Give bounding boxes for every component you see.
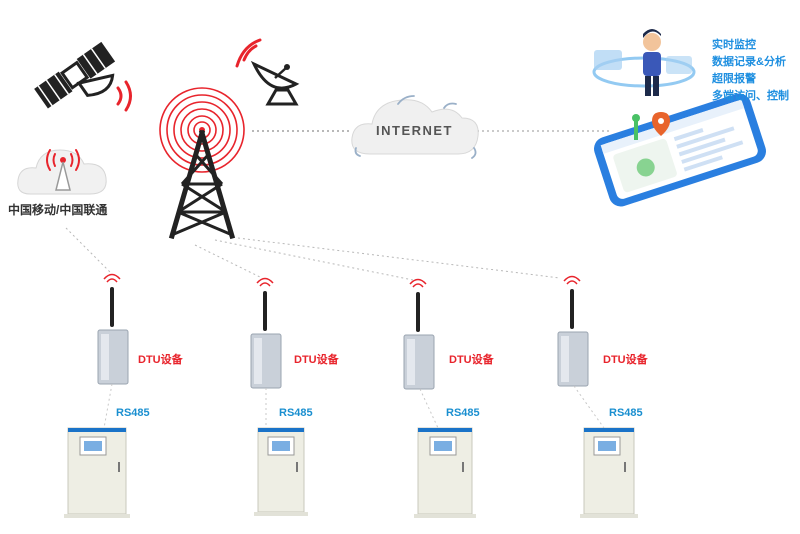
control-cabinet (414, 427, 476, 518)
dtu-label: DTU设备 (449, 354, 494, 366)
dtu-signal-icon (256, 277, 274, 287)
dtu-label: DTU设备 (138, 354, 183, 366)
internet-cloud-icon (351, 95, 479, 159)
node-3 (403, 278, 476, 518)
dtu-signal-icon (409, 278, 427, 288)
carrier-label: 中国移动/中国联通 (8, 203, 108, 217)
feature-item: 多端访问、控制 (712, 90, 789, 102)
link-tower-dtu2 (194, 244, 263, 279)
dtu-antenna (263, 291, 267, 331)
node-2 (250, 277, 308, 516)
control-cabinet (254, 427, 308, 516)
map-marker-icon (632, 114, 640, 140)
dish-signal-waves (235, 38, 262, 68)
feature-item: 实时监控 (712, 39, 756, 51)
dtu-antenna (570, 289, 574, 329)
person-figure (643, 29, 661, 96)
dtu-signal-icon (103, 273, 121, 283)
link-tower-dtu3 (214, 239, 414, 281)
dtu-antenna (110, 287, 114, 327)
internet-label: INTERNET (376, 123, 453, 138)
satellite-signal-waves (116, 80, 132, 112)
platform-illustration (592, 29, 766, 207)
node-4 (557, 275, 638, 518)
satellite-icon (34, 41, 116, 109)
link-tower-dtu4 (237, 237, 561, 279)
connection-lines (65, 130, 610, 281)
location-pin-icon (652, 112, 670, 136)
control-cabinet (580, 427, 638, 518)
dtu-antenna (416, 292, 420, 332)
rs485-label: RS485 (279, 407, 313, 419)
node-1 (64, 273, 130, 518)
control-cabinet (64, 427, 130, 518)
feature-item: 数据记录&分析 (712, 56, 786, 68)
dtu-label: DTU设备 (603, 354, 648, 366)
carrier-cloud-icon (17, 149, 107, 195)
dtu-label: DTU设备 (294, 354, 339, 366)
rs485-label: RS485 (446, 407, 480, 419)
rs485-label: RS485 (116, 407, 150, 419)
dtu-signal-icon (563, 275, 581, 285)
radio-tower-icon (159, 87, 245, 240)
feature-item: 超限报警 (712, 73, 756, 85)
dish-antenna-icon (250, 60, 300, 106)
rs485-label: RS485 (609, 407, 643, 419)
phone-mockup (594, 93, 766, 207)
link-carrier-dtu1 (65, 227, 111, 273)
